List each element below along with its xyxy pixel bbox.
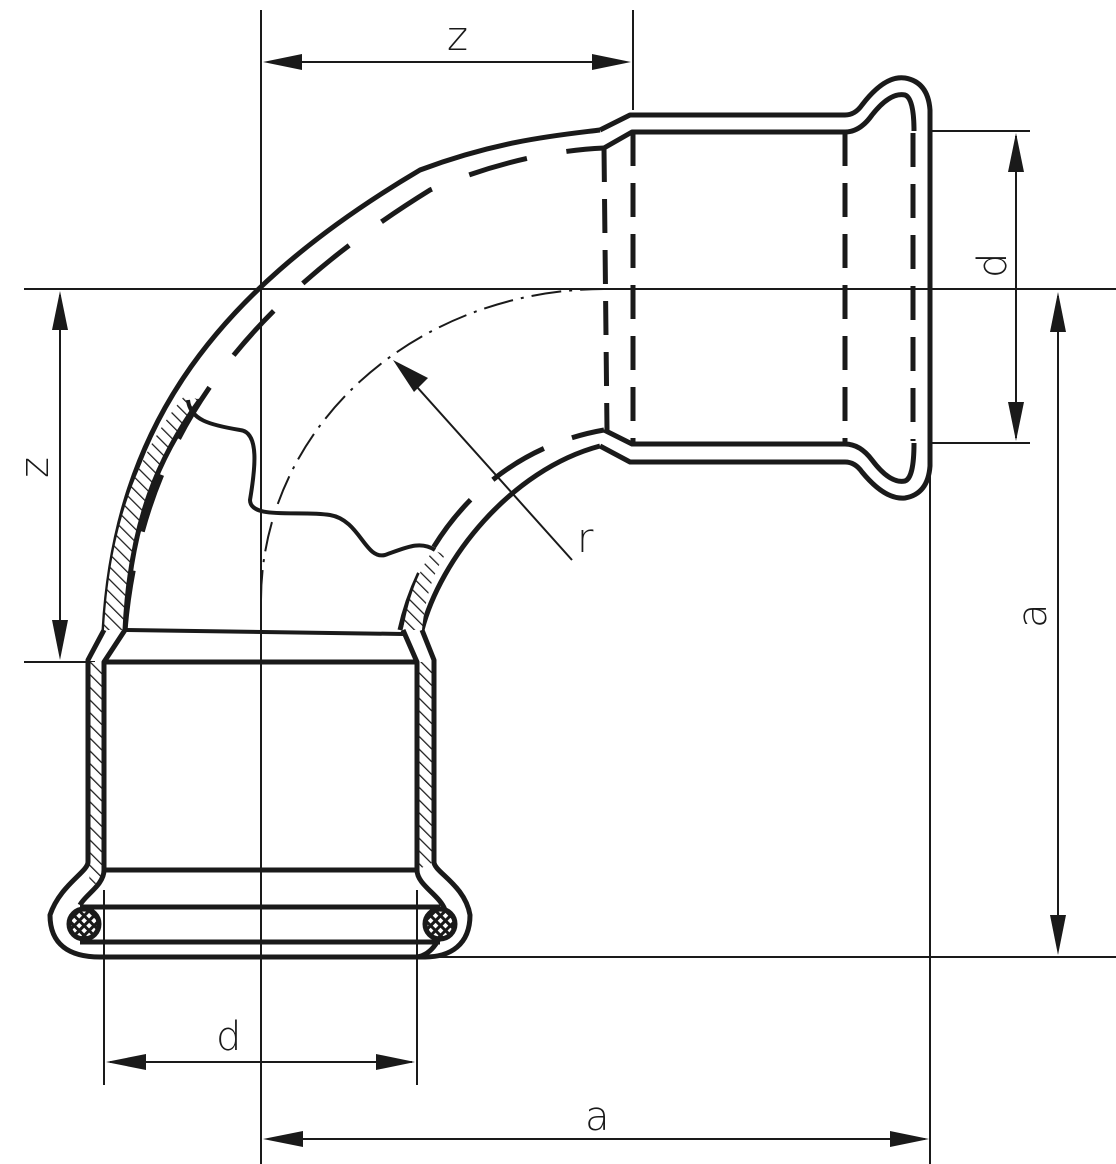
bend-body <box>101 127 605 636</box>
centerlines <box>260 288 1000 1000</box>
dim-label-d-right: d <box>970 253 1016 278</box>
dimension-r-radius: r <box>393 360 594 562</box>
o-ring-right <box>422 906 458 942</box>
dimension-a-bottom: a <box>263 1094 929 1147</box>
dimension-a-right: a <box>1010 292 1066 955</box>
extension-lines <box>24 10 1116 1164</box>
o-ring-left <box>66 906 102 942</box>
dim-label-a-bottom: a <box>585 1094 610 1140</box>
lower-socket <box>47 628 473 960</box>
dimension-z-top: z <box>263 14 631 70</box>
upper-socket <box>598 75 933 501</box>
dimension-d-right: d <box>970 133 1024 441</box>
dim-label-d-bottom: d <box>216 1014 241 1060</box>
dim-label-a-right: a <box>1010 603 1056 628</box>
dim-label-z-left: z <box>12 457 58 478</box>
dim-label-r: r <box>577 516 594 562</box>
dimension-z-left: z <box>12 291 68 660</box>
dimension-d-bottom: d <box>106 1014 415 1070</box>
dim-label-z-top: z <box>447 14 468 60</box>
